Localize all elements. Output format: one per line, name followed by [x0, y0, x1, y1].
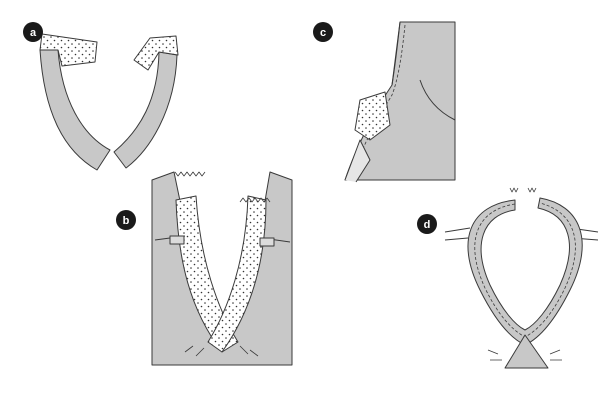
inner-seam [419, 79, 456, 121]
panel-a [39, 33, 179, 171]
facing-edge [344, 139, 371, 183]
right-neck-zigzag [239, 197, 271, 203]
neckline-curve [391, 21, 401, 86]
left-shoulder-tab [169, 235, 185, 245]
badge-b-label: b [123, 215, 130, 227]
crossing-point [504, 334, 549, 369]
clip-marks [184, 345, 259, 357]
shoulder-lines [444, 227, 599, 241]
right-interfacing-cap [133, 35, 179, 71]
badge-c: c [313, 22, 333, 42]
badge-d: d [417, 214, 437, 234]
left-neck-zigzag [174, 171, 206, 177]
garment-closeup [344, 21, 456, 181]
badge-b: b [116, 210, 136, 230]
top-zigzag [509, 187, 537, 193]
left-dotted-facing [175, 195, 239, 353]
badge-c-label: c [320, 27, 326, 39]
panel-b [151, 171, 293, 366]
neckline-loop-band [467, 197, 583, 346]
bottom-clip-marks [487, 349, 562, 361]
badge-a: a [23, 22, 43, 42]
left-facing-strip [39, 49, 111, 171]
panel-c [344, 21, 456, 183]
panel-d [444, 187, 599, 369]
badge-a-label: a [30, 27, 37, 39]
badge-d-label: d [424, 219, 431, 231]
left-interfacing-cap [39, 33, 98, 67]
right-shoulder-tab [259, 237, 275, 247]
facing-piece [354, 91, 391, 141]
right-facing-strip [113, 51, 178, 169]
